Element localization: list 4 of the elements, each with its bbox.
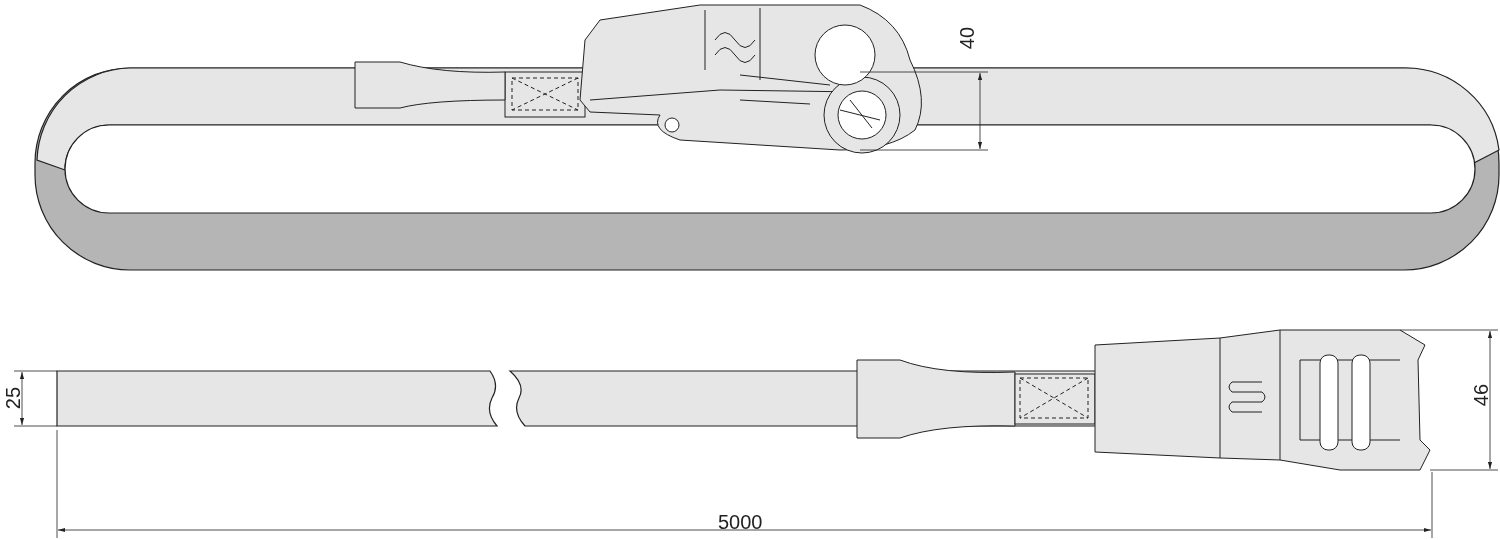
dimension-label: 40 xyxy=(957,26,978,50)
dimension-label: 25 xyxy=(3,386,24,410)
dimension-label: 46 xyxy=(1471,383,1492,407)
dimension-label: 5000 xyxy=(718,512,763,532)
